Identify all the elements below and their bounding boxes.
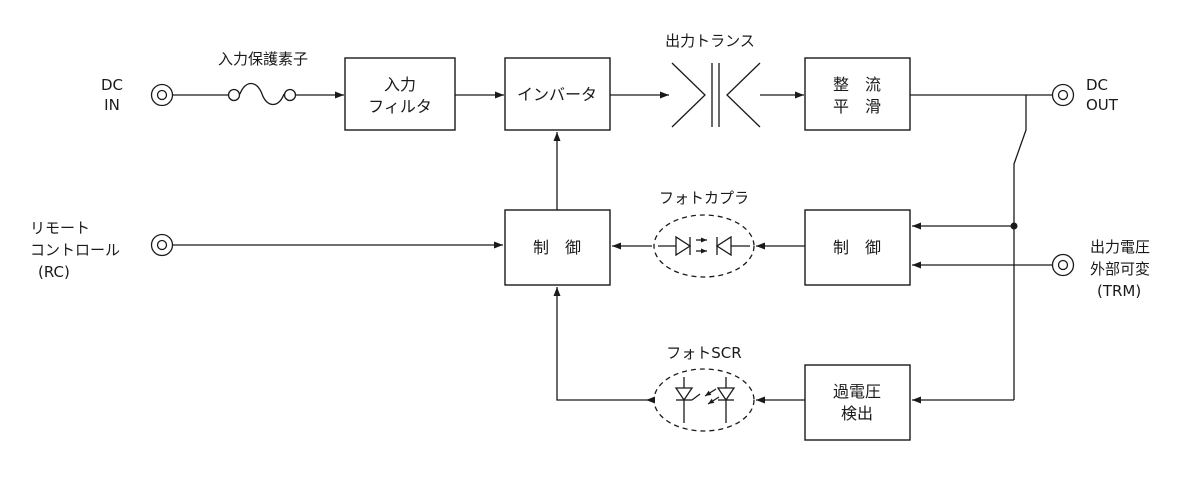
output-transformer-label: 出力トランス: [665, 32, 755, 50]
trm-terminal-inner: [1057, 259, 1069, 271]
input-filter-block: [344, 57, 456, 131]
photocoupler-led-triangle: [675, 235, 692, 257]
fuse-element: [239, 82, 285, 106]
transformer-right-winding: [726, 62, 761, 128]
photo-scr-label: フォトSCR: [666, 344, 741, 362]
overvoltage-label-line1: 過電圧: [833, 382, 881, 401]
trm-label-line2: 外部可変: [1090, 260, 1150, 278]
inverter-block: [504, 57, 611, 131]
photo-scr-outline: [653, 368, 755, 432]
rectifier-label-line1: 整 流: [833, 75, 881, 94]
arrow-scr-to-control-left: [553, 287, 646, 401]
control-right-block: [804, 209, 911, 286]
photo-scr-left-triangle: [674, 387, 694, 402]
overvoltage-block: [804, 364, 911, 441]
rc-label-line2: コントロール: [30, 241, 120, 259]
overvoltage-label-line2: 検出: [841, 404, 873, 423]
dc-in-label-line2: IN: [104, 96, 120, 114]
photo-scr-gate: [691, 393, 701, 401]
trm-label-line3: (TRM): [1097, 282, 1141, 300]
rc-terminal: [150, 233, 174, 257]
photo-scr-symbol: [653, 368, 755, 432]
input-filter-label-line2: フィルタ: [368, 97, 432, 116]
trm-terminal: [1051, 253, 1075, 277]
wire-output-feedback-branch: [1013, 95, 1027, 400]
photocoupler-symbol: [653, 214, 755, 278]
dc-in-terminal-inner: [156, 89, 168, 101]
dc-in-terminal: [150, 83, 174, 107]
inverter-label: インバータ: [517, 85, 597, 104]
dc-in-label-line1: DC: [101, 76, 123, 94]
rectifier-label-line2: 平 滑: [833, 97, 881, 116]
trm-label-line1: 出力電圧: [1090, 238, 1150, 256]
fuse-right-contact: [283, 88, 297, 102]
dc-out-terminal-inner: [1057, 89, 1069, 101]
fuse-symbol: [173, 82, 297, 106]
control-left-label: 制 御: [533, 238, 581, 257]
photo-scr-right-triangle: [716, 387, 736, 402]
dc-out-terminal: [1051, 83, 1075, 107]
dc-out-label-line1: DC: [1086, 76, 1108, 94]
photocoupler-outline: [653, 214, 755, 278]
rectifier-block: [804, 57, 911, 131]
control-right-label: 制 御: [833, 238, 881, 257]
input-protection-label: 入力保護素子: [218, 50, 308, 68]
photo-scr-light-arrow1: [704, 388, 717, 397]
rc-label-line3: (RC): [38, 263, 70, 281]
transformer-left-winding: [671, 62, 706, 128]
fuse-left-contact: [227, 88, 241, 102]
dc-out-label-line2: OUT: [1086, 96, 1119, 114]
rc-label-line1: リモート: [30, 219, 90, 237]
control-left-block: [504, 209, 611, 286]
photocoupler-label: フォトカプラ: [659, 189, 749, 207]
input-filter-label-line1: 入力: [384, 75, 416, 94]
output-transformer-symbol: [671, 62, 761, 128]
photo-scr-light-arrow2: [707, 396, 720, 405]
rc-terminal-inner: [156, 239, 168, 251]
